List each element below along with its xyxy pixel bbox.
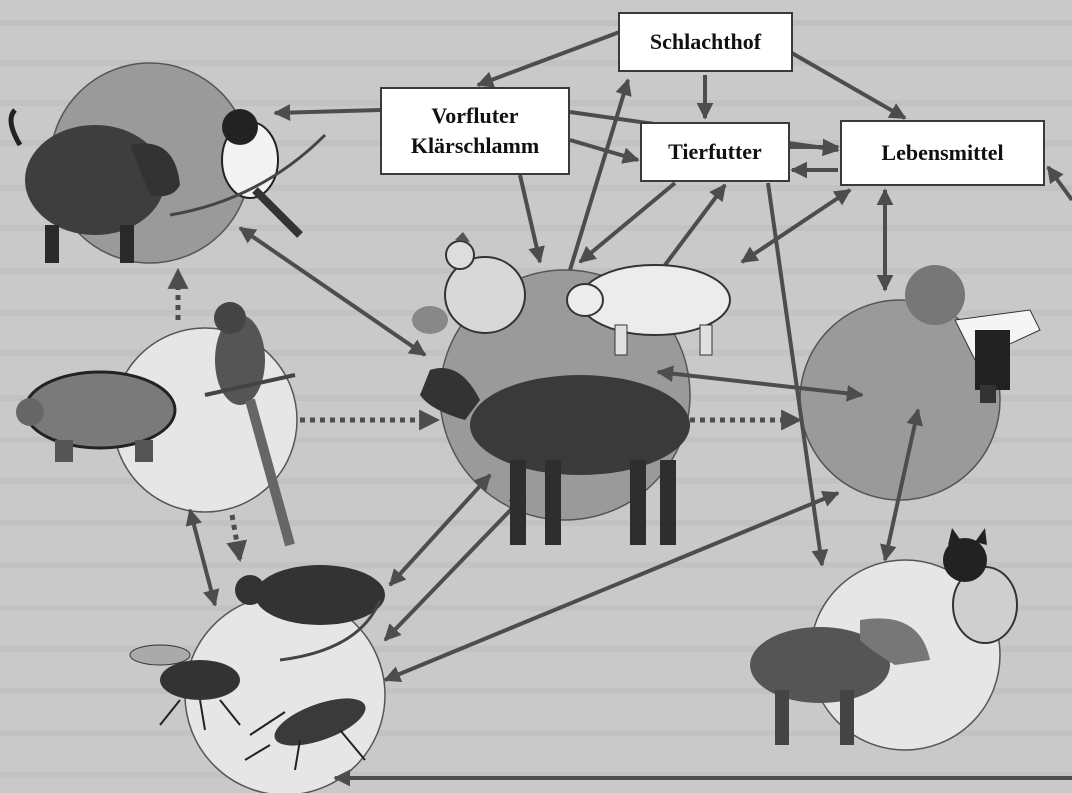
- klaerschlamm-label: Klärschlamm: [411, 131, 539, 161]
- schlachthof-box: Schlachthof: [618, 12, 793, 72]
- schlachthof-label: Schlachthof: [650, 27, 761, 57]
- vorfluter-label: Vorfluter: [431, 101, 518, 131]
- lebensmittel-label: Lebensmittel: [881, 138, 1003, 168]
- tierfutter-box: Tierfutter: [640, 122, 790, 182]
- tierfutter-label: Tierfutter: [668, 137, 762, 167]
- lebensmittel-box: Lebensmittel: [840, 120, 1045, 186]
- vorfluter-box: Vorfluter Klärschlamm: [380, 87, 570, 175]
